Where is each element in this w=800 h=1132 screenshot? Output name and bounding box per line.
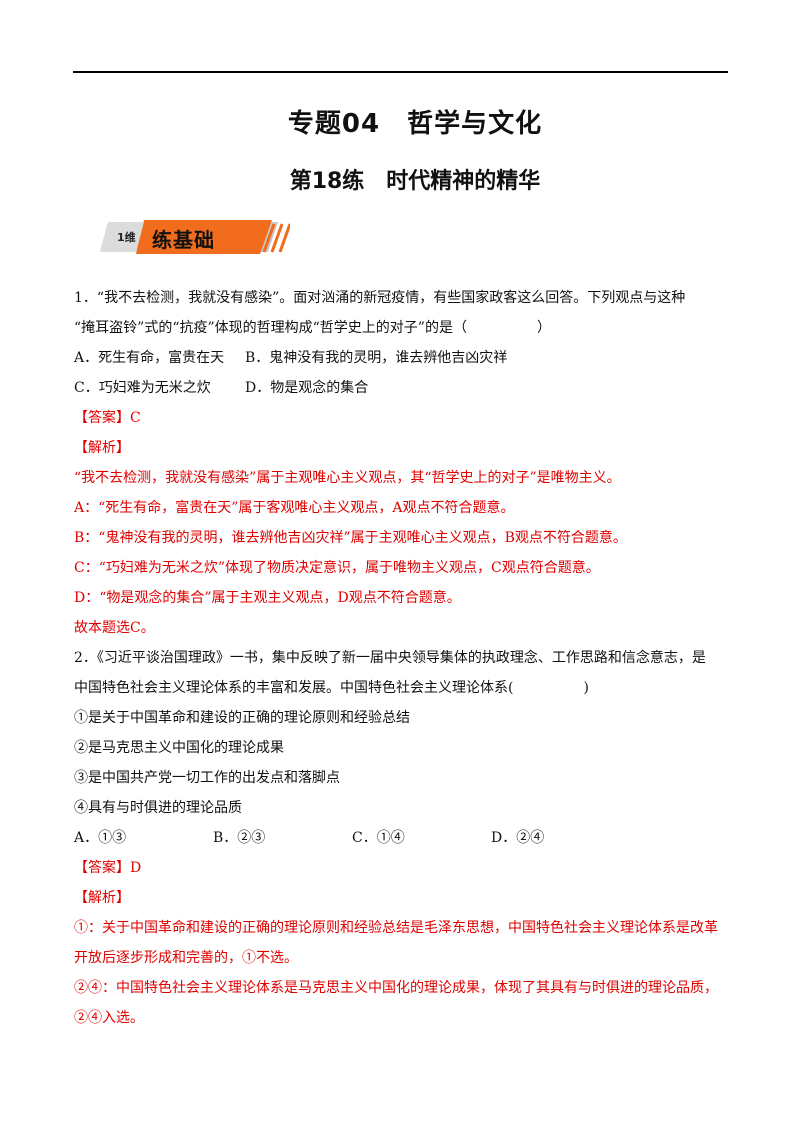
q2-stem-line1: 2．《习近平谈治国理政》一书，集中反映了新一届中央领导集体的执政理念、工作思路和… [74,650,706,666]
q2-analysis-label: 【解析】 [74,890,130,906]
q2-analysis-line: ②④入选。 [74,1010,144,1026]
section-banner: 1维 练基础 [100,218,290,256]
q2-option-b: B．②③ [213,830,266,846]
q2-item: ④具有与时俱进的理论品质 [74,800,242,816]
q2-item: ③是中国共产党一切工作的出发点和落脚点 [74,770,340,786]
q2-analysis-line: ①：关于中国革命和建设的正确的理论原则和经验总结是毛泽东思想，中国特色社会主义理… [74,920,718,936]
q1-option-d: D．物是观念的集合 [245,380,369,396]
document-subtitle: 第18练 时代精神的精华 [289,169,541,194]
q1-analysis-line: C：“巧妇难为无米之炊”体现了物质决定意识，属于唯物主义观点，C观点符合题意。 [74,560,600,576]
q2-option-c: C．①④ [352,830,405,846]
q1-analysis-line: “我不去检测，我就没有感染”属于主观唯心主义观点，其“哲学史上的对子”是唯物主义… [74,470,621,486]
q2-analysis-line: 开放后逐步形成和完善的，①不选。 [74,950,298,966]
q1-analysis-line: B：“鬼神没有我的灵明，谁去辨他吉凶灾祥”属于主观唯心主义观点，B观点不符合题意… [74,530,627,546]
q1-stem-line1: 1．“我不去检测，我就没有感染”。面对汹涌的新冠疫情，有些国家政客这么回答。下列… [74,290,686,306]
q2-item: ①是关于中国革命和建设的正确的理论原则和经验总结 [74,710,410,726]
q1-analysis-line: D：“物是观念的集合”属于主观主义观点，D观点不符合题意。 [74,590,461,606]
document-title: 专题04 哲学与文化 [287,109,543,139]
header-rule [73,71,728,73]
q2-analysis-line: ②④：中国特色社会主义理论体系是马克思主义中国化的理论成果，体现了其具有与时俱进… [74,980,718,996]
banner-name: 练基础 [152,228,215,252]
q2-answer: 【答案】D [74,860,142,876]
banner-graphic [100,220,290,254]
q1-option-a: A．死生有命，富贵在天 [74,350,225,366]
q2-stem-line2: 中国特色社会主义理论体系的丰富和发展。中国特色社会主义理论体系( ) [74,680,589,696]
q2-option-d: D．②④ [491,830,545,846]
q1-analysis-line: 故本题选C。 [74,620,155,636]
q1-option-b: B．鬼神没有我的灵明，谁去辨他吉凶灾祥 [245,350,508,366]
q2-item: ②是马克思主义中国化的理论成果 [74,740,284,756]
q2-option-a: A．①③ [74,830,127,846]
q1-answer: 【答案】C [74,410,141,426]
q1-analysis-label: 【解析】 [74,440,130,456]
q1-stem-line2: “掩耳盗铃”式的“抗疫”体现的哲理构成“哲学史上的对子”的是（ ） [74,320,551,336]
q1-analysis-line: A：“死生有命，富贵在天”属于客观唯心主义观点，A观点不符合题意。 [74,500,515,516]
banner-level: 1维 [117,231,136,244]
q1-option-c: C．巧妇难为无米之炊 [74,380,211,396]
